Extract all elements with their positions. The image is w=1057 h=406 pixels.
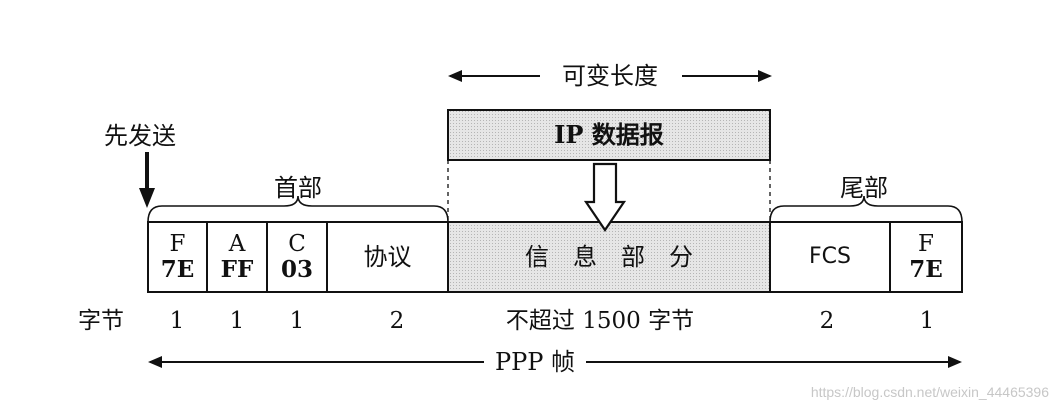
encapsulation-arrow (583, 162, 627, 232)
frame-label: PPP 帧 (494, 348, 576, 376)
variable-length-arrow (448, 70, 772, 82)
field-flag-start: F 7E (148, 222, 207, 292)
field-fcs-name: FCS (809, 244, 851, 269)
bytes-label: 字节 (78, 308, 124, 334)
trailer-brace (769, 195, 963, 223)
field-address-value: FF (220, 256, 254, 283)
field-information-name: 信 息 部 分 (525, 243, 693, 271)
ip-datagram-box (447, 109, 771, 161)
field-control: C 03 (267, 222, 327, 292)
field-flag-start-value: 7E (160, 256, 195, 283)
byte-count-address: 1 (229, 308, 245, 334)
frame-length-arrow (148, 356, 962, 368)
dashed-guides (447, 160, 771, 222)
field-protocol-name: 协议 (363, 243, 412, 271)
field-control-name: C (288, 231, 306, 257)
field-information: 信 息 部 分 (448, 222, 770, 292)
byte-count-control: 1 (289, 308, 305, 334)
header-label: 首部 (274, 174, 322, 202)
send-first-label: 先发送 (104, 122, 176, 150)
watermark: https://blog.csdn.net/weixin_44465396 (810, 384, 1049, 400)
byte-count-fcs: 2 (819, 308, 835, 334)
field-address: A FF (207, 222, 267, 292)
field-control-value: 03 (280, 256, 313, 283)
trailer-label: 尾部 (840, 174, 888, 202)
variable-length-label: 可变长度 (562, 62, 658, 90)
byte-count-protocol: 2 (389, 308, 405, 334)
frame-cells (147, 221, 963, 293)
byte-count-flag-start: 1 (169, 308, 185, 334)
field-flag-end-value: 7E (909, 256, 943, 283)
byte-count-information: 不超过 1500 字节 (505, 308, 695, 334)
field-flag-end-name: F (918, 231, 934, 257)
byte-count-flag-end: 1 (919, 308, 935, 334)
header-brace (147, 195, 449, 223)
field-fcs: FCS (770, 222, 890, 292)
send-first-arrow (139, 152, 155, 208)
field-flag-end: F 7E (890, 222, 962, 292)
field-address-name: A (228, 231, 246, 257)
field-protocol: 协议 (327, 222, 448, 292)
field-flag-start-name: F (169, 231, 186, 257)
ip-datagram-label: IP 数据报 (554, 120, 664, 149)
